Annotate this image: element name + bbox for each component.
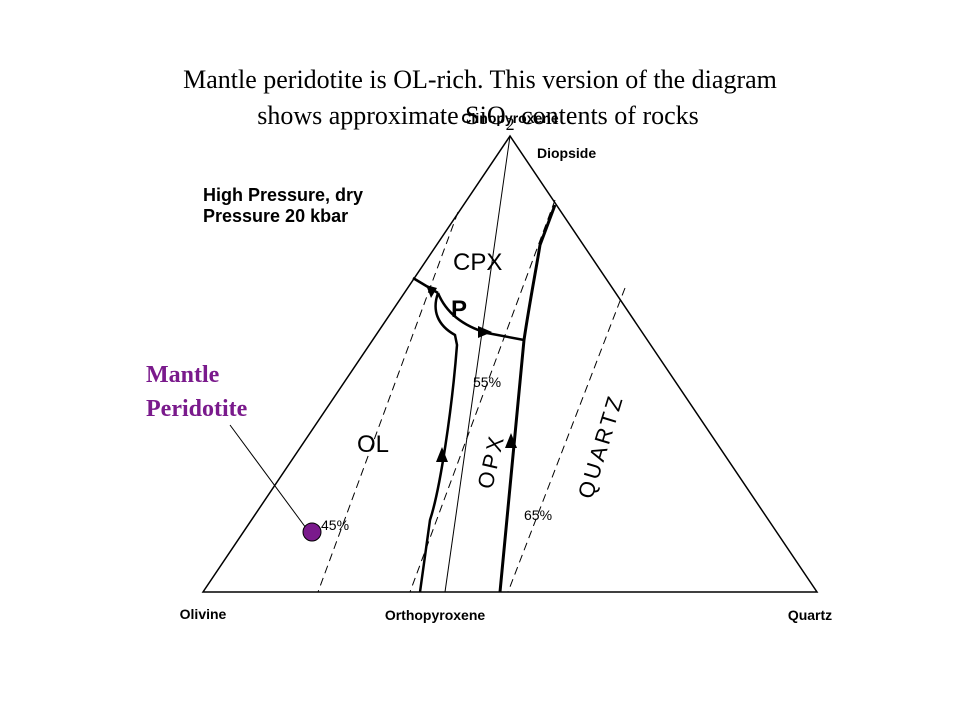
callout-mantle-label: Mantle <box>146 362 220 388</box>
contour-45-line <box>317 211 459 593</box>
contour-65-line <box>507 287 626 593</box>
conditions-line-2: Pressure 20 kbar <box>203 206 348 226</box>
contour-65-label: 65% <box>524 507 552 523</box>
field-label-cpx: CPX <box>453 249 502 276</box>
arrow-ol-cpx-icon <box>426 285 437 298</box>
contour-45-label: 45% <box>321 517 349 533</box>
field-label-ol: OL <box>357 431 389 458</box>
title-line-2: shows approximate SiO2 contents of rocks <box>257 101 699 134</box>
contour-55-label: 55% <box>473 374 501 390</box>
title-line-1: Mantle peridotite is OL-rich. This versi… <box>183 65 777 94</box>
arrow-opx-qtz-up-icon <box>505 433 517 448</box>
contour-55-line <box>409 199 556 593</box>
field-label-p: P <box>451 296 467 323</box>
title-line-2-a: shows approximate SiO <box>257 101 505 130</box>
vertex-clinopyroxene-label: Clinopyroxene <box>461 110 558 126</box>
opx-join-line <box>444 135 511 593</box>
callout-leader-line <box>229 424 307 529</box>
vertex-orthopyroxene-label: Orthopyroxene <box>385 607 486 623</box>
arrow-ol-opx-up-icon <box>436 447 448 462</box>
field-label-quartz: QUARTZ <box>573 391 628 502</box>
conditions-line-1: High Pressure, dry <box>203 185 363 205</box>
ol-opx-boundary-curve <box>418 292 459 593</box>
ternary-triangle-outline <box>201 134 819 593</box>
title-line-2-sub: 2 <box>506 114 515 134</box>
arrow-peritectic-icon <box>478 326 492 338</box>
mantle-peridotite-point <box>302 522 322 542</box>
field-label-opx: OPX <box>473 431 510 491</box>
vertex-olivine-label: Olivine <box>180 606 227 622</box>
opx-quartz-boundary-curve <box>498 204 557 593</box>
title-line-2-b: contents of rocks <box>515 101 699 130</box>
vertex-diopside-label: Diopside <box>537 145 596 161</box>
callout-peridotite-label: Peridotite <box>146 396 248 422</box>
vertex-quartz-label: Quartz <box>788 607 832 623</box>
